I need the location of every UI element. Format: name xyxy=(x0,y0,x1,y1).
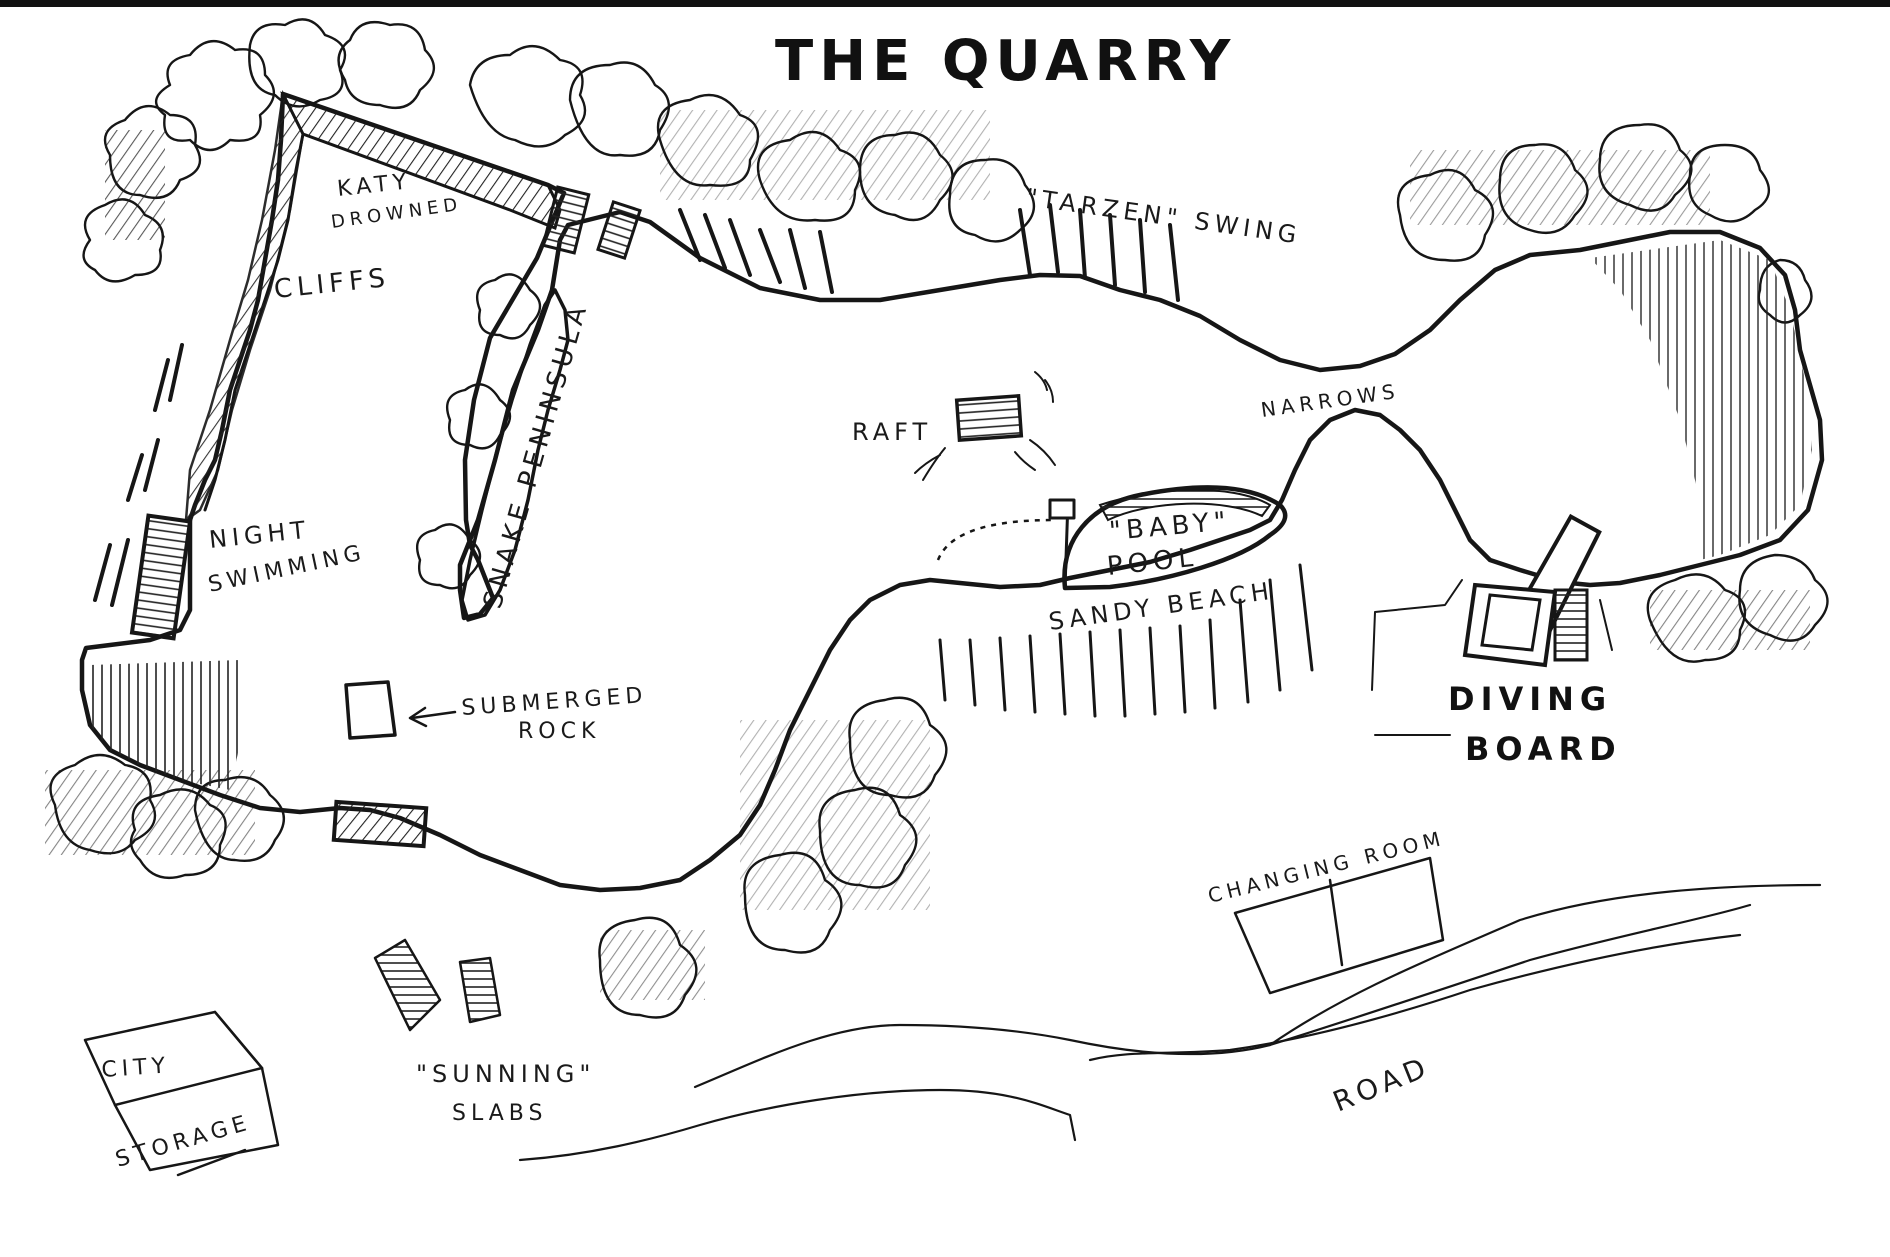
label-katy-drowned-1: KATY xyxy=(336,169,412,202)
scan-top-edge xyxy=(0,0,1890,7)
submerged-rock-icon xyxy=(344,680,397,740)
label-baby-pool-2: POOL xyxy=(1106,543,1200,582)
north-ledge-2 xyxy=(596,200,642,260)
baby-pool-flag-icon xyxy=(1048,498,1076,590)
baby-pool-wall xyxy=(1098,488,1272,522)
sandy-beach-hatch xyxy=(938,563,1314,718)
map-labels: KATY DROWNED CLIFFS "TARZEN" SWING SNAKE… xyxy=(101,169,1622,1172)
label-sunning-slabs-1: "SUNNING" xyxy=(416,1060,595,1088)
label-submerged-rock-2: ROCK xyxy=(518,719,600,744)
submerged-rock-arrow xyxy=(408,706,457,728)
label-cliffs: CLIFFS xyxy=(273,263,392,305)
label-tarzan-swing: "TARZEN" SWING xyxy=(1024,183,1303,249)
north-ledge xyxy=(541,185,591,255)
baby-pool xyxy=(1062,485,1288,591)
label-submerged-rock-1: SUBMERGED xyxy=(461,683,649,721)
night-swimming-rock xyxy=(129,513,193,641)
baby-pool-dotted-path xyxy=(936,518,1056,561)
raft-icon xyxy=(954,394,1024,442)
southwest-bank xyxy=(90,660,245,790)
tree-icon xyxy=(337,20,435,110)
dock-outline xyxy=(1371,579,1613,736)
cliff-left-band xyxy=(184,89,305,523)
north-shore-hatch xyxy=(678,203,1180,302)
label-sunning-slabs-2: SLABS xyxy=(452,1101,547,1126)
city-storage-icon xyxy=(83,1010,280,1177)
label-raft: RAFT xyxy=(852,418,932,446)
label-night-swimming-1: NIGHT xyxy=(208,516,312,554)
label-changing-room: CHANGING ROOM xyxy=(1205,826,1447,908)
label-diving-board-2: BOARD xyxy=(1465,730,1622,768)
snake-peninsula xyxy=(460,288,570,622)
changing-room-icon xyxy=(1233,856,1445,995)
label-road: ROAD xyxy=(1328,1050,1435,1119)
label-city-storage-1: CITY xyxy=(101,1053,171,1083)
tree-icon xyxy=(415,523,482,590)
west-shore-hatch xyxy=(93,343,184,607)
tree-icon xyxy=(155,40,275,152)
east-lobe-hatch xyxy=(1590,240,1812,560)
south-shore-ledge xyxy=(331,799,429,849)
tree-icon xyxy=(475,273,542,340)
tree-icon xyxy=(468,45,587,148)
map-title: THE QUARRY xyxy=(775,29,1236,94)
quarry-shoreline xyxy=(79,91,1825,893)
sunning-slabs-icon xyxy=(373,938,502,1032)
road xyxy=(518,883,1822,1162)
diving-board-icon xyxy=(1462,513,1602,668)
raft-ripples xyxy=(914,371,1056,481)
tree-shading xyxy=(45,110,1810,1000)
label-diving-board-1: DIVING xyxy=(1448,680,1612,718)
